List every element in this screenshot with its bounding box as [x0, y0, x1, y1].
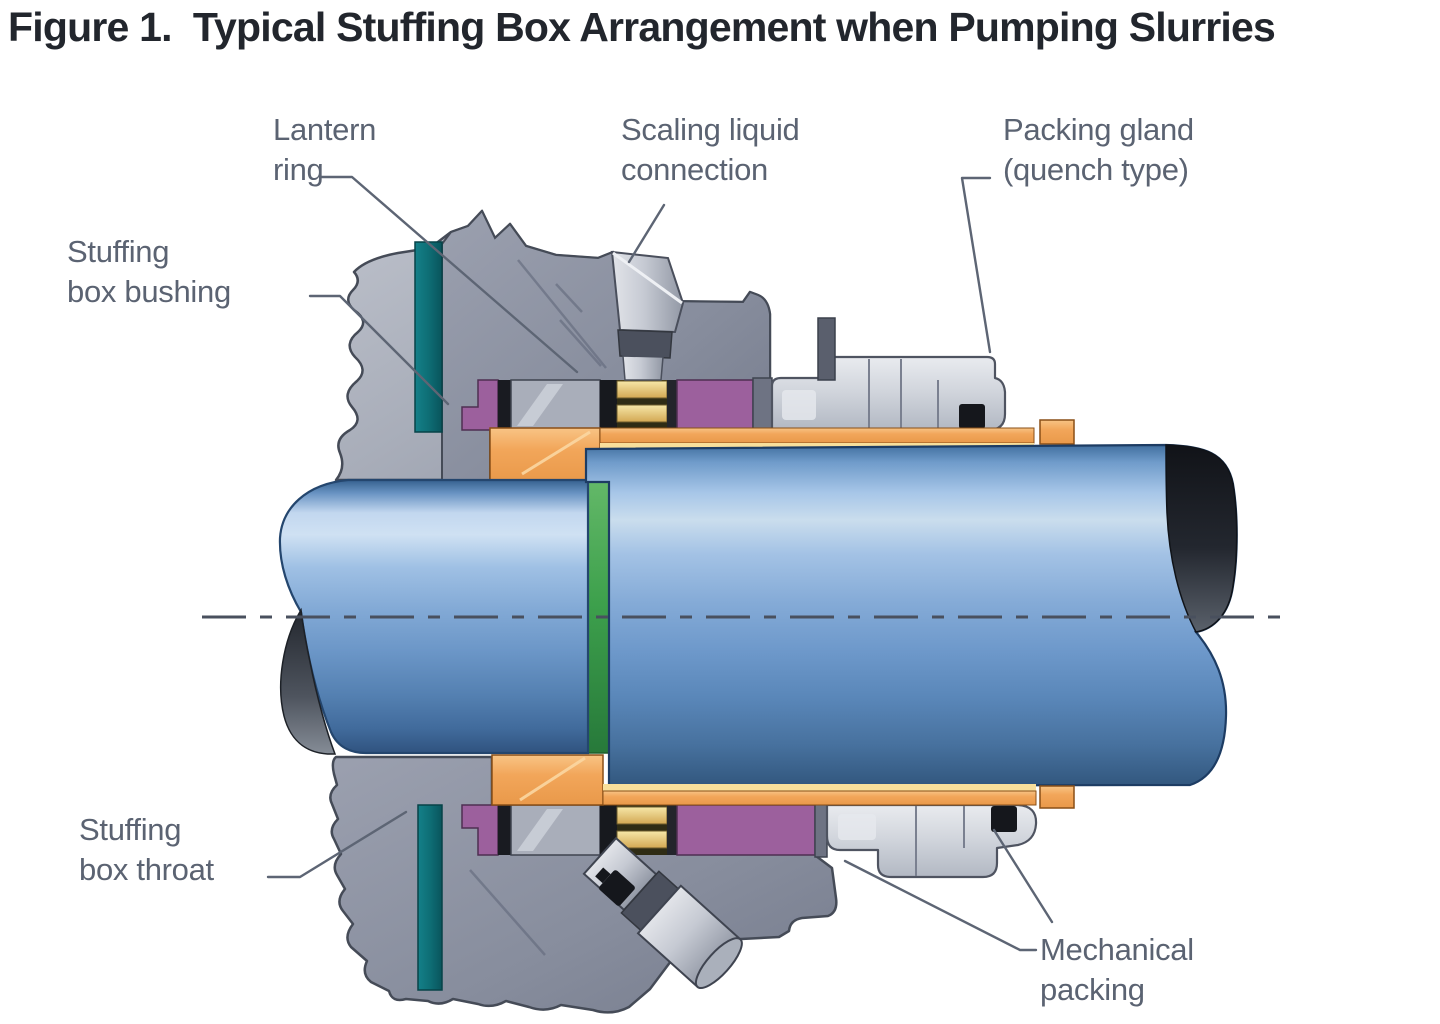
leader-mechanical-packing-a [992, 828, 1054, 924]
leader-stuffing-box-throat [266, 810, 408, 879]
fitting-bolt [595, 867, 635, 906]
packing-row-bottom [461, 802, 828, 858]
shaft-sleeve-bottom [491, 754, 1075, 809]
lantern-bar-right [667, 380, 677, 430]
lantern-ring-brass-top [616, 380, 668, 430]
shaft-end-face-dark [1165, 444, 1238, 633]
packing-spacer-bar [498, 805, 511, 855]
sleeve-collar-top [1039, 419, 1075, 445]
leader-lantern-ring [318, 175, 579, 374]
label-scaling-liquid-connection: Scaling liquid connection [621, 112, 800, 188]
shaft-end-shadow-left [279, 607, 337, 755]
bushing-block-highlight [517, 384, 563, 426]
packing-row-top [461, 377, 773, 431]
sleeve-collar-bottom [1039, 785, 1075, 809]
figure-title: Figure 1. Typical Stuffing Box Arrangeme… [8, 4, 1276, 50]
leader-lines [266, 175, 1054, 952]
housing-step-top [752, 377, 773, 431]
packing-gland-bottom [825, 803, 1038, 879]
packing-ring-purple-top-right [676, 379, 754, 431]
label-mechanical-packing: Mechanical packing [1040, 932, 1194, 1008]
leader-mechanical-packing-b [843, 859, 1038, 952]
sleeve-gold-line [600, 443, 1034, 449]
quench-drain-fitting [582, 836, 743, 989]
shaft-sleeve-top [489, 419, 1075, 483]
stuffing-box-bushing-ring [414, 241, 443, 433]
packing-spacer-bar [498, 380, 511, 430]
gland-stud-top [817, 317, 836, 381]
lantern-bar-right [667, 805, 677, 855]
packing-ring-purple-bottom-right [676, 804, 816, 856]
lantern-bar-left [600, 380, 617, 430]
gland-notch-highlight [838, 814, 876, 840]
label-stuffing-box-bushing: Stuffing box bushing [67, 234, 231, 310]
housing-step-bottom [814, 802, 828, 858]
leader-scaling-liquid [627, 203, 666, 264]
label-lantern-ring: Lantern ring [273, 112, 377, 188]
stuffing-box-throat-ring [417, 804, 443, 991]
gland-notch-highlight [782, 390, 816, 420]
sleeve-gold-line [603, 784, 1036, 791]
packing-gland-top [770, 317, 1007, 432]
label-stuffing-box-throat: Stuffing box throat [79, 812, 214, 888]
leader-packing-gland [960, 176, 992, 354]
housing-shading-lines [469, 259, 607, 956]
leader-stuffing-box-bushing [308, 294, 450, 406]
bushing-block-highlight [517, 809, 563, 851]
label-packing-gland: Packing gland (quench type) [1003, 112, 1194, 188]
gland-bolt-bottom [991, 806, 1017, 832]
gland-bolt-top [959, 404, 985, 429]
scaling-liquid-fitting [610, 250, 685, 381]
